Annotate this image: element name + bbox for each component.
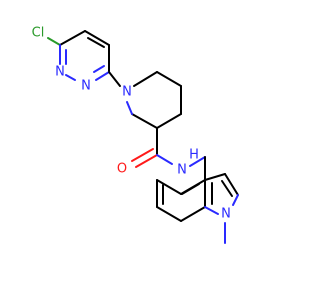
bond-ring: [156, 71, 182, 87]
bond-ring: [180, 206, 206, 222]
bond-ring: [204, 173, 226, 181]
chloropyridazine-ring: [47, 30, 110, 81]
bond-ring: [204, 206, 219, 215]
atom-n-indole: N: [221, 207, 231, 222]
atom-h-amide: H: [189, 148, 199, 163]
bond-ring: [133, 71, 158, 87]
atom-n-pyridazine: N: [55, 65, 65, 80]
bond-c-n: [156, 154, 173, 165]
bond-ring-double: [221, 180, 233, 197]
bond-ring: [156, 206, 182, 222]
bond-ring: [131, 113, 158, 129]
atom-n-pyridazine: N: [81, 79, 91, 94]
bond-pyridazine-piperidine: [108, 71, 121, 87]
bond-ring-double: [87, 37, 105, 48]
atom-cl: Cl: [32, 26, 45, 41]
bond-c-cl: [47, 37, 61, 46]
bond-ring: [156, 113, 182, 129]
molecule-structure: Cl N N N O N H N: [32, 26, 239, 244]
bond-ring: [156, 179, 182, 195]
atom-n-piperidine: N: [122, 85, 132, 100]
bond-ring: [59, 30, 86, 46]
bond-c-o-double: [131, 148, 154, 162]
bond-ring: [126, 101, 133, 115]
bond-n-n: [65, 74, 76, 81]
bond-ring: [232, 194, 239, 206]
bond-ring: [224, 173, 239, 196]
piperidine-ring: [126, 71, 182, 129]
atom-o: O: [117, 162, 127, 177]
methylindole-ring: [156, 156, 239, 244]
atom-n-amide: N: [177, 163, 187, 178]
bond-ring: [84, 30, 110, 46]
bond-ring: [95, 71, 110, 81]
bond-ring-double: [181, 183, 200, 195]
bond-ring-double: [93, 65, 105, 73]
carboxamide-group: [131, 127, 206, 168]
bond-n-c: [189, 156, 206, 167]
bond-c-o-double: [135, 154, 158, 168]
